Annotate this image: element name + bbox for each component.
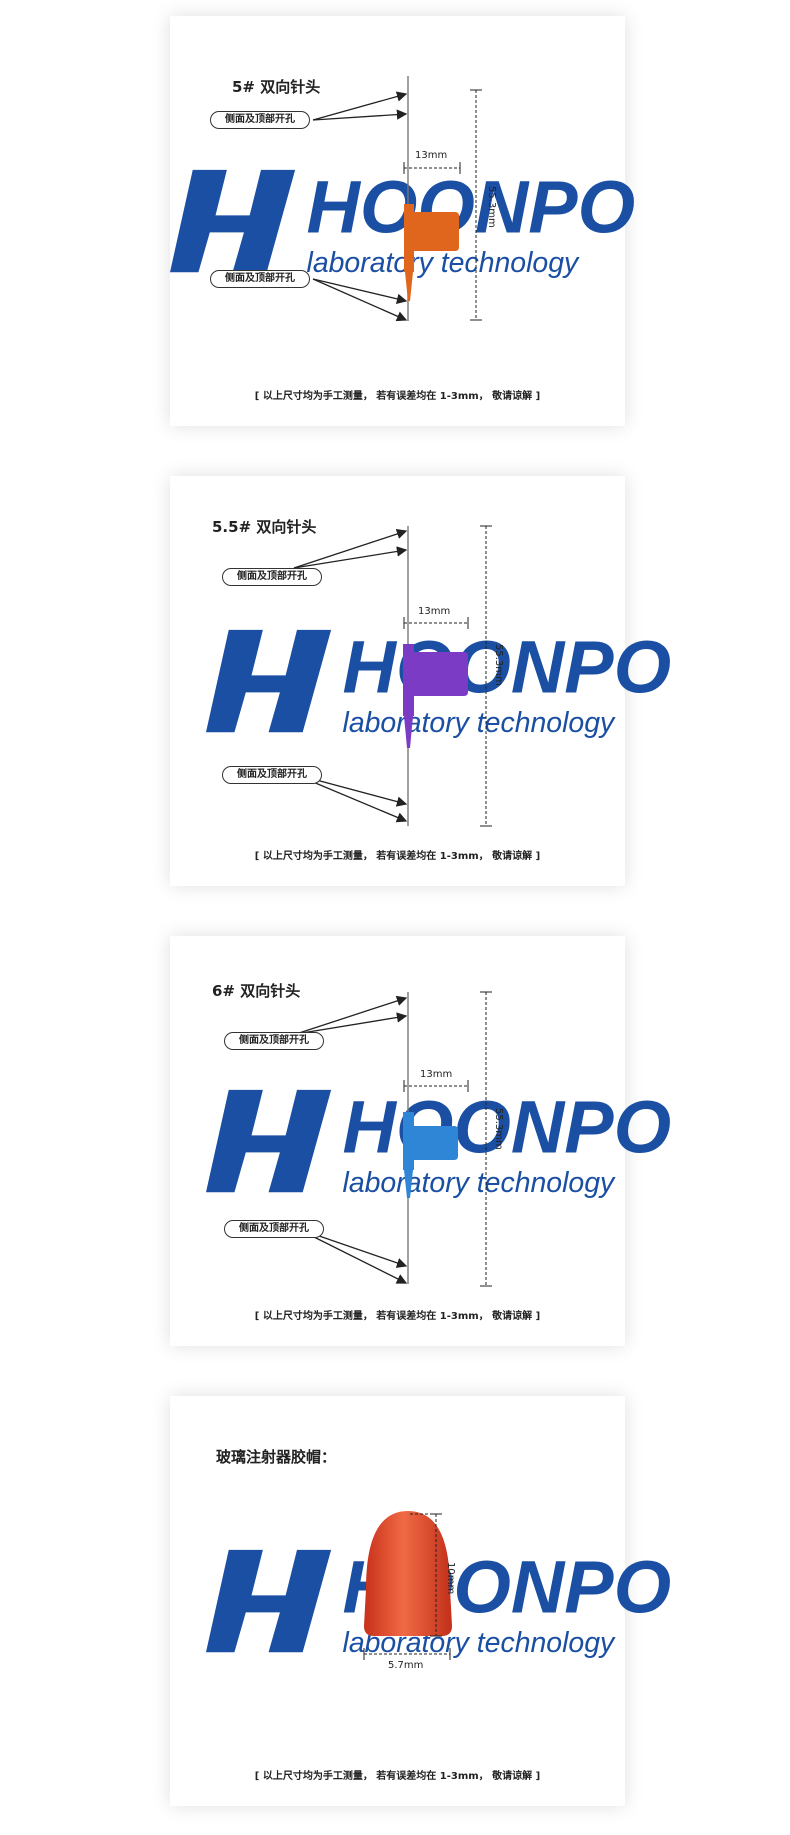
needle-hub [403, 1112, 414, 1170]
product-card-cap: HOONPO laboratory technology 玻璃注射器胶帽： 10… [170, 1396, 671, 1806]
logo-mark: HOONPO laboratory technology [206, 625, 671, 739]
measurement-note: [ 以上尺寸均为手工测量， 若有误差均在 1-3mm， 敬请谅解 ] [254, 851, 541, 862]
width-dimension: 13mm [420, 1069, 453, 1080]
cap-width-dimension: 5.7mm [388, 1660, 424, 1671]
height-dimension: 55.3mm [486, 186, 497, 228]
hole-label-bottom: 侧面及顶部开孔 [222, 766, 322, 784]
product-title: 5.5# 双向针头 [212, 518, 317, 536]
logo-mark: HOONPO laboratory technology [170, 165, 635, 279]
needle-flag [410, 1126, 458, 1160]
needle-flag [410, 212, 459, 251]
measurement-note: [ 以上尺寸均为手工测量， 若有误差均在 1-3mm， 敬请谅解 ] [254, 1311, 541, 1322]
height-dimension: 55.3mm [493, 644, 504, 686]
measurement-note: [ 以上尺寸均为手工测量， 若有误差均在 1-3mm， 敬请谅解 ] [254, 1771, 541, 1782]
rubber-cap [364, 1511, 452, 1636]
needle-diagram [293, 525, 492, 827]
product-card-5: HOONPO laboratory technology 5# 双向针头 侧面及… [170, 16, 635, 426]
cap-height-dimension: 10mm [445, 1562, 456, 1595]
brand-tagline: laboratory technology [343, 707, 617, 739]
needle-hub [404, 204, 414, 272]
needle-diagram [295, 991, 492, 1287]
product-card-5-5: HOONPO laboratory technology 5.5# 双向针头 侧… [170, 476, 671, 886]
brand-name: HOONPO [343, 625, 672, 708]
hole-label-top: 侧面及顶部开孔 [224, 1032, 324, 1050]
needle-flag [410, 652, 468, 696]
logo-mark: HOONPO laboratory technology [206, 1085, 671, 1199]
cap-diagram [363, 1511, 452, 1660]
hole-label-top: 侧面及顶部开孔 [210, 111, 310, 129]
needle-diagram [312, 76, 482, 322]
brand-name: HOONPO [307, 165, 636, 248]
brand-tagline: laboratory technology [307, 247, 581, 279]
product-card-6: HOONPO laboratory technology 6# 双向针头 侧面及… [170, 936, 671, 1346]
brand-tagline: laboratory technology [343, 1167, 617, 1199]
product-title: 5# 双向针头 [232, 78, 321, 96]
measurement-note: [ 以上尺寸均为手工测量， 若有误差均在 1-3mm， 敬请谅解 ] [254, 391, 541, 402]
needle-hub [403, 644, 414, 716]
hole-label-bottom: 侧面及顶部开孔 [224, 1220, 324, 1238]
hole-label-bottom: 侧面及顶部开孔 [210, 270, 310, 288]
product-title: 6# 双向针头 [212, 982, 301, 1000]
width-dimension: 13mm [418, 606, 451, 617]
cap-title: 玻璃注射器胶帽： [216, 1448, 337, 1466]
height-dimension: 55.3mm [493, 1108, 504, 1150]
hole-label-top: 侧面及顶部开孔 [222, 568, 322, 586]
brand-name: HOONPO [343, 1085, 672, 1168]
width-dimension: 13mm [415, 150, 448, 161]
